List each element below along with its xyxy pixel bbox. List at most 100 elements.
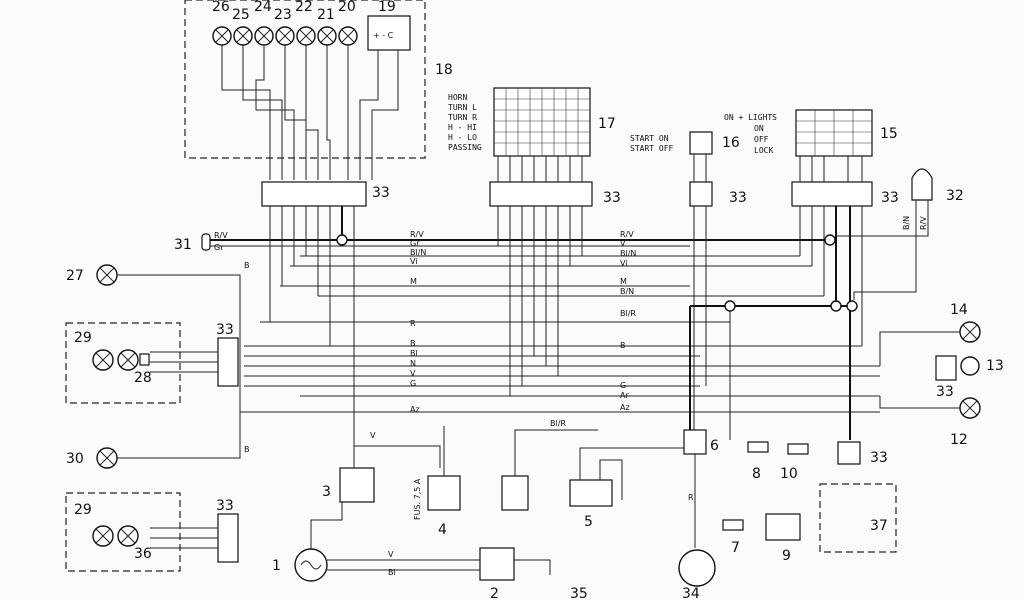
instrument-panel-box [184, 0, 426, 159]
connector-33-left-lower [217, 513, 239, 563]
label-2: 2 [490, 586, 499, 600]
switch-17-wires [497, 156, 583, 182]
label-1: 1 [272, 558, 281, 574]
wire-rv-1: R/V [410, 230, 424, 239]
label-33-b: 33 [603, 190, 621, 206]
wire-g-1: G [410, 379, 416, 388]
wire-bln-1: Bl/N [410, 248, 426, 257]
wire-1-bl: Bl [388, 568, 396, 577]
connector-13 [935, 355, 957, 381]
label-20: 20 [338, 0, 356, 15]
wire-az-1: Az [410, 405, 420, 414]
label-35: 35 [570, 586, 588, 600]
switch-15-lock: LOCK [754, 146, 773, 155]
switch-15-on: ON [754, 124, 764, 133]
label-3: 3 [322, 484, 331, 500]
component-4 [427, 475, 461, 511]
component-37-box [819, 483, 897, 553]
component-31 [201, 233, 211, 251]
wire-gr-1: Gr [410, 239, 420, 248]
label-7: 7 [731, 540, 740, 556]
wire-blr-2: Bl/R [620, 309, 636, 318]
wire-31-rv: R/V [214, 231, 228, 240]
label-27: 27 [66, 268, 84, 284]
label-17: 17 [598, 116, 616, 132]
connector-33-b [489, 181, 593, 207]
wire-v-2: V [620, 239, 626, 248]
wire-27-b: B [244, 261, 250, 270]
connector-33-left-upper [217, 337, 239, 387]
component-7 [722, 519, 744, 531]
svg-text:TURN R: TURN R [448, 113, 477, 122]
label-29-b: 29 [74, 502, 92, 518]
label-37: 37 [870, 518, 888, 534]
wire-g-2: G [620, 381, 626, 390]
label-33-right: 33 [936, 384, 954, 400]
wire-r-1: R [410, 319, 416, 328]
label-15: 15 [880, 126, 898, 142]
label-26: 26 [212, 0, 230, 15]
label-33-left-lower: 33 [216, 498, 234, 514]
label-19: 19 [378, 0, 396, 15]
wire-vi-2: Vi [620, 259, 628, 268]
switch-16-start-off: START OFF [630, 144, 674, 153]
wire-m-1: M [410, 277, 417, 286]
wire-b-1: B [410, 339, 416, 348]
wire-rv-2: R/V [620, 230, 634, 239]
connector-33-d [791, 181, 873, 207]
connector-33-c [689, 181, 713, 207]
switch-16-start-on: START ON [630, 134, 669, 143]
panel-wires [221, 45, 399, 180]
taillight-box-lower [65, 492, 181, 572]
svg-text:PASSING: PASSING [448, 143, 482, 152]
label-28: 28 [134, 370, 152, 386]
svg-text:HORN: HORN [448, 93, 467, 102]
label-18: 18 [435, 62, 453, 78]
svg-text:TURN L: TURN L [448, 103, 477, 112]
relay-6 [683, 429, 707, 455]
component-32 [911, 168, 933, 201]
label-25: 25 [232, 7, 250, 23]
switch-15-off: OFF [754, 135, 769, 144]
battery-5 [569, 479, 613, 507]
label-13: 13 [986, 358, 1004, 374]
connector-33-a [261, 181, 367, 207]
wire-b-2: B [620, 341, 626, 350]
wire-ar-2: Ar [620, 391, 629, 400]
label-23: 23 [274, 7, 292, 23]
warning-lamps [212, 26, 358, 46]
connector-33-mid [837, 441, 861, 465]
label-12: 12 [950, 432, 968, 448]
component-10 [787, 443, 809, 455]
label-5: 5 [584, 514, 593, 530]
wire-rect-blr: Bl/R [550, 419, 566, 428]
label-22: 22 [295, 0, 313, 15]
label-33-c: 33 [729, 190, 747, 206]
wire-vi-1: Vi [410, 257, 418, 266]
wire-bn-2: B/N [620, 287, 634, 296]
component-3 [339, 467, 375, 503]
label-4: 4 [438, 522, 447, 538]
label-9: 9 [782, 548, 791, 564]
label-29-a: 29 [74, 330, 92, 346]
label-33-left-upper: 33 [216, 322, 234, 338]
label-30: 30 [66, 451, 84, 467]
starter-34 [678, 549, 716, 587]
wire-1-v: V [388, 550, 394, 559]
harness [210, 206, 880, 446]
component-9 [765, 513, 801, 541]
label-10: 10 [780, 466, 798, 482]
label-32: 32 [946, 188, 964, 204]
label-14: 14 [950, 302, 968, 318]
label-6: 6 [710, 438, 719, 454]
wire-v-1: V [410, 369, 416, 378]
wire-31-gr: Gr [214, 243, 224, 252]
label-24: 24 [254, 0, 272, 15]
label-33-d: 33 [881, 190, 899, 206]
svg-text:H - HI: H - HI [448, 123, 477, 132]
label-16: 16 [722, 135, 740, 151]
wire-n-1: N [410, 359, 416, 368]
switch-15-on-lights: ON + LIGHTS [724, 113, 777, 122]
